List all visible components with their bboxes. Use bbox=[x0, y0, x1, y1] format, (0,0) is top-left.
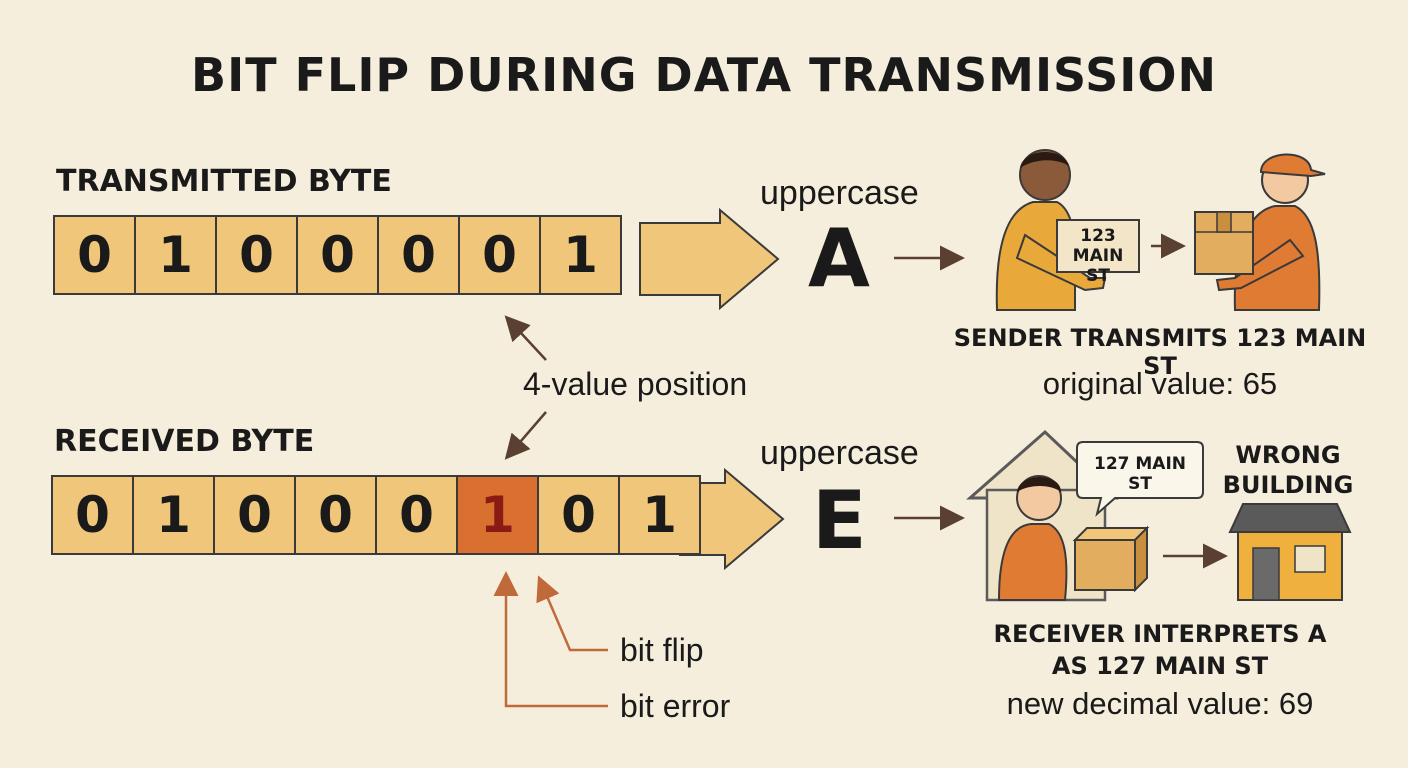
transmitted-bit: 0 bbox=[215, 215, 298, 295]
received-char: E bbox=[812, 474, 867, 567]
received-bit: 0 bbox=[537, 475, 620, 555]
transmitted-arrow bbox=[639, 207, 780, 311]
speech-bubble-text: 127 MAIN ST bbox=[1093, 454, 1187, 494]
transmitted-bit: 0 bbox=[458, 215, 541, 295]
position-arrow-up bbox=[504, 315, 547, 361]
receiver-value: new decimal value: 69 bbox=[1006, 686, 1314, 721]
address-card bbox=[1056, 219, 1140, 273]
bit-error-annotation: bit error bbox=[620, 688, 731, 724]
bit-error-arrow bbox=[493, 571, 608, 708]
page-title: BIT FLIP DURING DATA TRANSMISSION bbox=[191, 48, 1217, 102]
transmitted-bit: 0 bbox=[377, 215, 460, 295]
transmitted-bits: 0 1 0 0 0 0 1 bbox=[53, 215, 622, 295]
transmitted-char: A bbox=[808, 212, 870, 305]
bit-flip-arrow bbox=[536, 575, 608, 652]
transmitted-bit: 0 bbox=[296, 215, 379, 295]
bit-flip-annotation: bit flip bbox=[620, 632, 704, 668]
position-arrow-down bbox=[504, 411, 547, 460]
transmitted-bit: 1 bbox=[539, 215, 622, 295]
position-annotation: 4-value position bbox=[523, 366, 748, 402]
wrong-building-icon bbox=[1228, 503, 1352, 601]
sender-caption: SENDER TRANSMITS 123 MAIN ST bbox=[953, 324, 1367, 380]
received-bit: 0 bbox=[213, 475, 296, 555]
received-bit: 0 bbox=[294, 475, 377, 555]
package-address-label: 123 MAIN ST bbox=[1072, 226, 1124, 286]
flipped-bit: 1 bbox=[456, 475, 539, 555]
received-arrow bbox=[679, 467, 785, 571]
transmitted-char-label: uppercase bbox=[760, 174, 919, 212]
transmitted-byte-label: TRANSMITTED BYTE bbox=[56, 164, 392, 199]
received-char-label: uppercase bbox=[760, 434, 919, 472]
received-byte-label: RECEIVED BYTE bbox=[54, 424, 315, 459]
wrong-building-label: WRONG BUILDING bbox=[1222, 441, 1354, 499]
receiver-person bbox=[997, 475, 1068, 601]
speech-bubble bbox=[1076, 441, 1204, 517]
received-bit: 1 bbox=[618, 475, 701, 555]
package-box-icon bbox=[1194, 211, 1254, 275]
received-bits: 0 1 0 0 0 1 0 1 bbox=[51, 475, 701, 555]
received-bit: 1 bbox=[132, 475, 215, 555]
transmitted-bit: 0 bbox=[53, 215, 136, 295]
received-bit: 0 bbox=[375, 475, 458, 555]
transmitted-bit: 1 bbox=[134, 215, 217, 295]
sender-illustration bbox=[995, 149, 1326, 311]
receiver-caption: RECEIVER INTERPRETS A AS 127 MAIN ST bbox=[993, 620, 1327, 680]
courier-person bbox=[1215, 153, 1326, 311]
sender-value: original value: 65 bbox=[1042, 366, 1278, 401]
receiver-illustration bbox=[966, 429, 1352, 602]
received-box-icon bbox=[1072, 525, 1150, 593]
